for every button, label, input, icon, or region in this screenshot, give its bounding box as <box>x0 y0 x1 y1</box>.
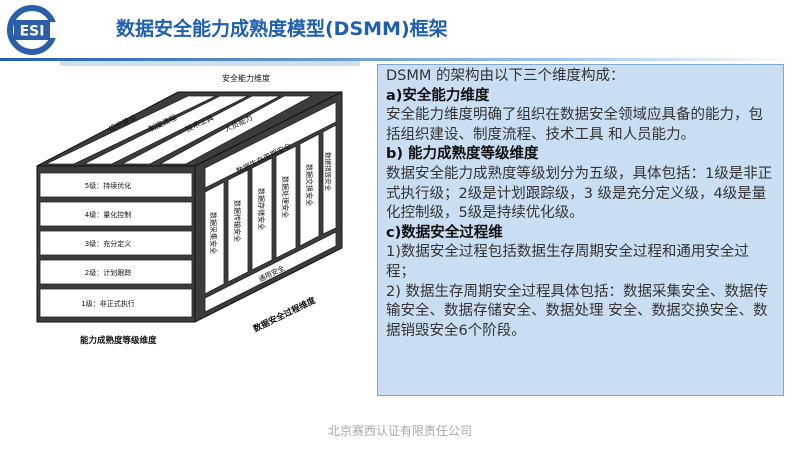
level-4: 4级：量化控制 <box>85 210 131 219</box>
esi-logo: ESI <box>7 5 60 55</box>
description-panel: DSMM 的架构由以下三个维度构成： a)安全能力维度 安全能力维度明确了组织在… <box>377 64 784 396</box>
level-5: 5级：持续优化 <box>85 181 131 190</box>
section-a-title: a)安全能力维度 <box>386 87 490 104</box>
left-dimension-label: 能力成熟度等级维度 <box>80 335 157 346</box>
section-b-body: 数据安全能力成熟度等级划分为五级，具体包括：1级是非正式执行级；2级是计划跟踪级… <box>386 165 773 222</box>
stage-1: 数据传输安全 <box>233 200 242 242</box>
level-1: 1级：非正式执行 <box>81 299 134 308</box>
stage-2: 数据存储安全 <box>257 188 266 230</box>
section-a-body: 安全能力维度明确了组织在数据安全领域应具备的能力，包括组织建设、制度流程、技术工… <box>386 107 763 143</box>
header-shadow <box>60 61 360 66</box>
section-c-body-1: 1)数据安全过程包括数据生存周期安全过程和通用安全过程； <box>386 244 749 280</box>
section-b-title: b) 能力成熟度等级维度 <box>386 146 539 163</box>
svg-text:ESI: ESI <box>20 24 45 40</box>
section-c-body-2: 2) 数据生存周期安全过程具体包括：数据采集安全、数据传输安全、数据存储安全、数… <box>386 283 768 339</box>
page-title: 数据安全能力成熟度模型(DSMM)框架 <box>116 18 448 40</box>
stage-0: 数据采集安全 <box>209 212 218 254</box>
header-divider <box>0 58 800 61</box>
right-dimension-label: 数据安全过程维度 <box>251 295 317 335</box>
level-3: 3级：充分定义 <box>85 239 131 248</box>
level-2: 2级：计划跟踪 <box>85 268 131 277</box>
dsmm-cube-diagram: 组织建设 制度流程 技术工具 人员能力 安全能力维度 数据生存周期安全 数据采集… <box>36 73 343 346</box>
stage-4: 数据交换安全 <box>305 164 314 206</box>
stage-5: 数据销毁安全 <box>324 152 333 192</box>
footer-company: 北京赛西认证有限责任公司 <box>327 424 472 438</box>
stage-3: 数据处理安全 <box>281 176 290 218</box>
section-c-title: c)数据安全过程维 <box>386 224 503 241</box>
intro-text: DSMM 的架构由以下三个维度构成： <box>386 68 625 84</box>
top-dimension-label: 安全能力维度 <box>222 73 270 83</box>
